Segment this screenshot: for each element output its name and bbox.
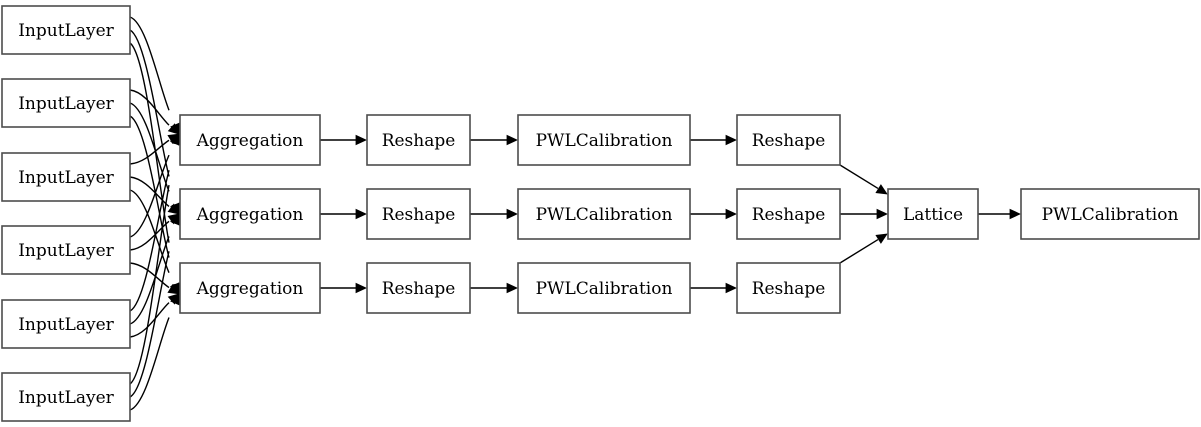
node-agg2[interactable]: Aggregation (179, 188, 321, 240)
node-agg1[interactable]: Aggregation (179, 114, 321, 166)
node-label-agg3: Aggregation (196, 279, 304, 299)
node-label-in3: InputLayer (18, 168, 114, 188)
node-label-rs1b: Reshape (752, 131, 826, 151)
node-label-rs3a: Reshape (382, 279, 456, 299)
node-box-rs2a[interactable] (366, 188, 471, 240)
node-in5[interactable]: InputLayer (1, 299, 131, 349)
node-label-pwl3: PWLCalibration (536, 279, 673, 299)
edge-pwl3-to-rs3b (690, 282, 737, 294)
node-rs1a[interactable]: Reshape (366, 114, 471, 166)
node-label-in5: InputLayer (18, 315, 114, 335)
edge-in2-to-agg1 (129, 89, 180, 135)
edge-rs3a-to-pwl3 (470, 282, 518, 294)
node-box-rs1b[interactable] (736, 114, 841, 166)
node-box-rs3b[interactable] (736, 262, 841, 314)
node-rs1b[interactable]: Reshape (736, 114, 841, 166)
node-label-rs3b: Reshape (752, 279, 826, 299)
node-box-in4[interactable] (1, 225, 131, 275)
edge-pwl2-to-rs2b (690, 208, 737, 220)
node-label-rs2b: Reshape (752, 205, 826, 225)
node-box-in2[interactable] (1, 78, 131, 128)
node-label-lat: Lattice (903, 205, 963, 225)
node-label-in4: InputLayer (18, 241, 114, 261)
node-rs3a[interactable]: Reshape (366, 262, 471, 314)
edge-rs1b-to-lat (839, 164, 888, 195)
edge-agg2-to-rs2a (320, 208, 367, 220)
node-box-pwl2[interactable] (517, 188, 691, 240)
node-box-in1[interactable] (1, 5, 131, 55)
node-box-rs3a[interactable] (366, 262, 471, 314)
node-rs2b[interactable]: Reshape (736, 188, 841, 240)
node-rs3b[interactable]: Reshape (736, 262, 841, 314)
node-box-agg3[interactable] (179, 262, 321, 314)
node-label-pwl1: PWLCalibration (536, 131, 673, 151)
node-box-pwlout[interactable] (1020, 188, 1200, 240)
node-in4[interactable]: InputLayer (1, 225, 131, 275)
node-pwl3[interactable]: PWLCalibration (517, 262, 691, 314)
edge-rs3b-to-lat (839, 233, 888, 264)
edge-in4-to-agg3 (129, 262, 180, 295)
node-label-in2: InputLayer (18, 94, 114, 114)
node-label-rs2a: Reshape (382, 205, 456, 225)
edge-rs2b-to-lat (840, 208, 888, 220)
edge-pwl1-to-rs1b (690, 134, 737, 146)
node-rs2a[interactable]: Reshape (366, 188, 471, 240)
node-box-lat[interactable] (887, 188, 979, 240)
node-pwl2[interactable]: PWLCalibration (517, 188, 691, 240)
node-pwlout[interactable]: PWLCalibration (1020, 188, 1200, 240)
node-label-pwlout: PWLCalibration (1042, 205, 1179, 225)
edge-in6-to-agg3 (129, 292, 180, 411)
node-in1[interactable]: InputLayer (1, 5, 131, 55)
edges-layer (129, 16, 1021, 411)
nodes-layer: InputLayerInputLayerInputLayerInputLayer… (1, 5, 1200, 422)
node-in2[interactable]: InputLayer (1, 78, 131, 128)
node-label-agg2: Aggregation (196, 205, 304, 225)
edge-agg1-to-rs1a (320, 134, 367, 146)
edge-rs1a-to-pwl1 (470, 134, 518, 146)
node-label-pwl2: PWLCalibration (536, 205, 673, 225)
node-box-agg1[interactable] (179, 114, 321, 166)
edge-agg3-to-rs3a (320, 282, 367, 294)
node-label-in1: InputLayer (18, 21, 114, 41)
node-in3[interactable]: InputLayer (1, 152, 131, 202)
node-box-in3[interactable] (1, 152, 131, 202)
node-box-agg2[interactable] (179, 188, 321, 240)
node-lat[interactable]: Lattice (887, 188, 979, 240)
node-box-rs1a[interactable] (366, 114, 471, 166)
node-label-in6: InputLayer (18, 388, 114, 408)
edge-rs2a-to-pwl2 (470, 208, 518, 220)
node-in6[interactable]: InputLayer (1, 372, 131, 422)
node-box-pwl1[interactable] (517, 114, 691, 166)
node-box-in6[interactable] (1, 372, 131, 422)
node-label-rs1a: Reshape (382, 131, 456, 151)
node-pwl1[interactable]: PWLCalibration (517, 114, 691, 166)
node-box-in5[interactable] (1, 299, 131, 349)
node-label-agg1: Aggregation (196, 131, 304, 151)
node-box-rs2b[interactable] (736, 188, 841, 240)
edge-lat-to-pwlout (978, 208, 1021, 220)
node-agg3[interactable]: Aggregation (179, 262, 321, 314)
node-box-pwl3[interactable] (517, 262, 691, 314)
